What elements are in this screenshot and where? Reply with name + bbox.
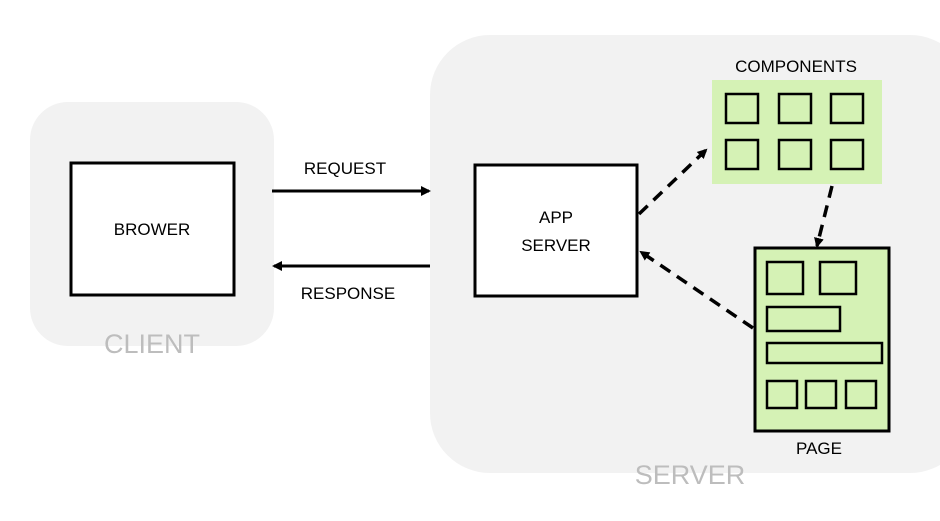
page-block xyxy=(804,379,838,410)
page-block xyxy=(844,379,878,410)
app-server-label-line1: APP xyxy=(539,208,573,227)
page-layout xyxy=(765,260,884,410)
client-group-label: CLIENT xyxy=(104,329,200,359)
browser-box xyxy=(69,161,236,297)
dashed-arrow-components-to-page xyxy=(814,185,834,248)
component-tile xyxy=(777,138,813,171)
page-block xyxy=(765,379,799,410)
dashed-arrow-app-to-components xyxy=(637,148,708,216)
page-block xyxy=(765,305,842,333)
response-label: RESPONSE xyxy=(301,284,395,303)
component-tile xyxy=(724,92,760,125)
request-arrow: REQUEST xyxy=(272,159,431,196)
component-tile xyxy=(724,138,760,171)
app-server-box xyxy=(473,163,639,298)
page-block xyxy=(765,341,884,365)
server-group: SERVER APP SERVER COMPONENTS PAGE xyxy=(430,35,940,490)
component-tile xyxy=(829,92,865,125)
page-box xyxy=(753,246,891,433)
components-panel xyxy=(712,80,882,184)
component-tile xyxy=(829,138,865,171)
page-block xyxy=(818,260,858,296)
components-label: COMPONENTS xyxy=(735,57,857,76)
response-arrow: RESPONSE xyxy=(272,261,430,303)
page-label: PAGE xyxy=(796,439,842,458)
client-group: CLIENT BROWER xyxy=(30,102,274,359)
browser-label: BROWER xyxy=(114,220,191,239)
component-tile xyxy=(777,92,813,125)
request-label: REQUEST xyxy=(304,159,386,178)
components-grid xyxy=(724,92,865,171)
app-server-label-line2: SERVER xyxy=(521,236,591,255)
page-block xyxy=(765,260,805,296)
server-group-label: SERVER xyxy=(635,460,746,490)
dashed-arrow-page-to-app xyxy=(639,250,754,330)
